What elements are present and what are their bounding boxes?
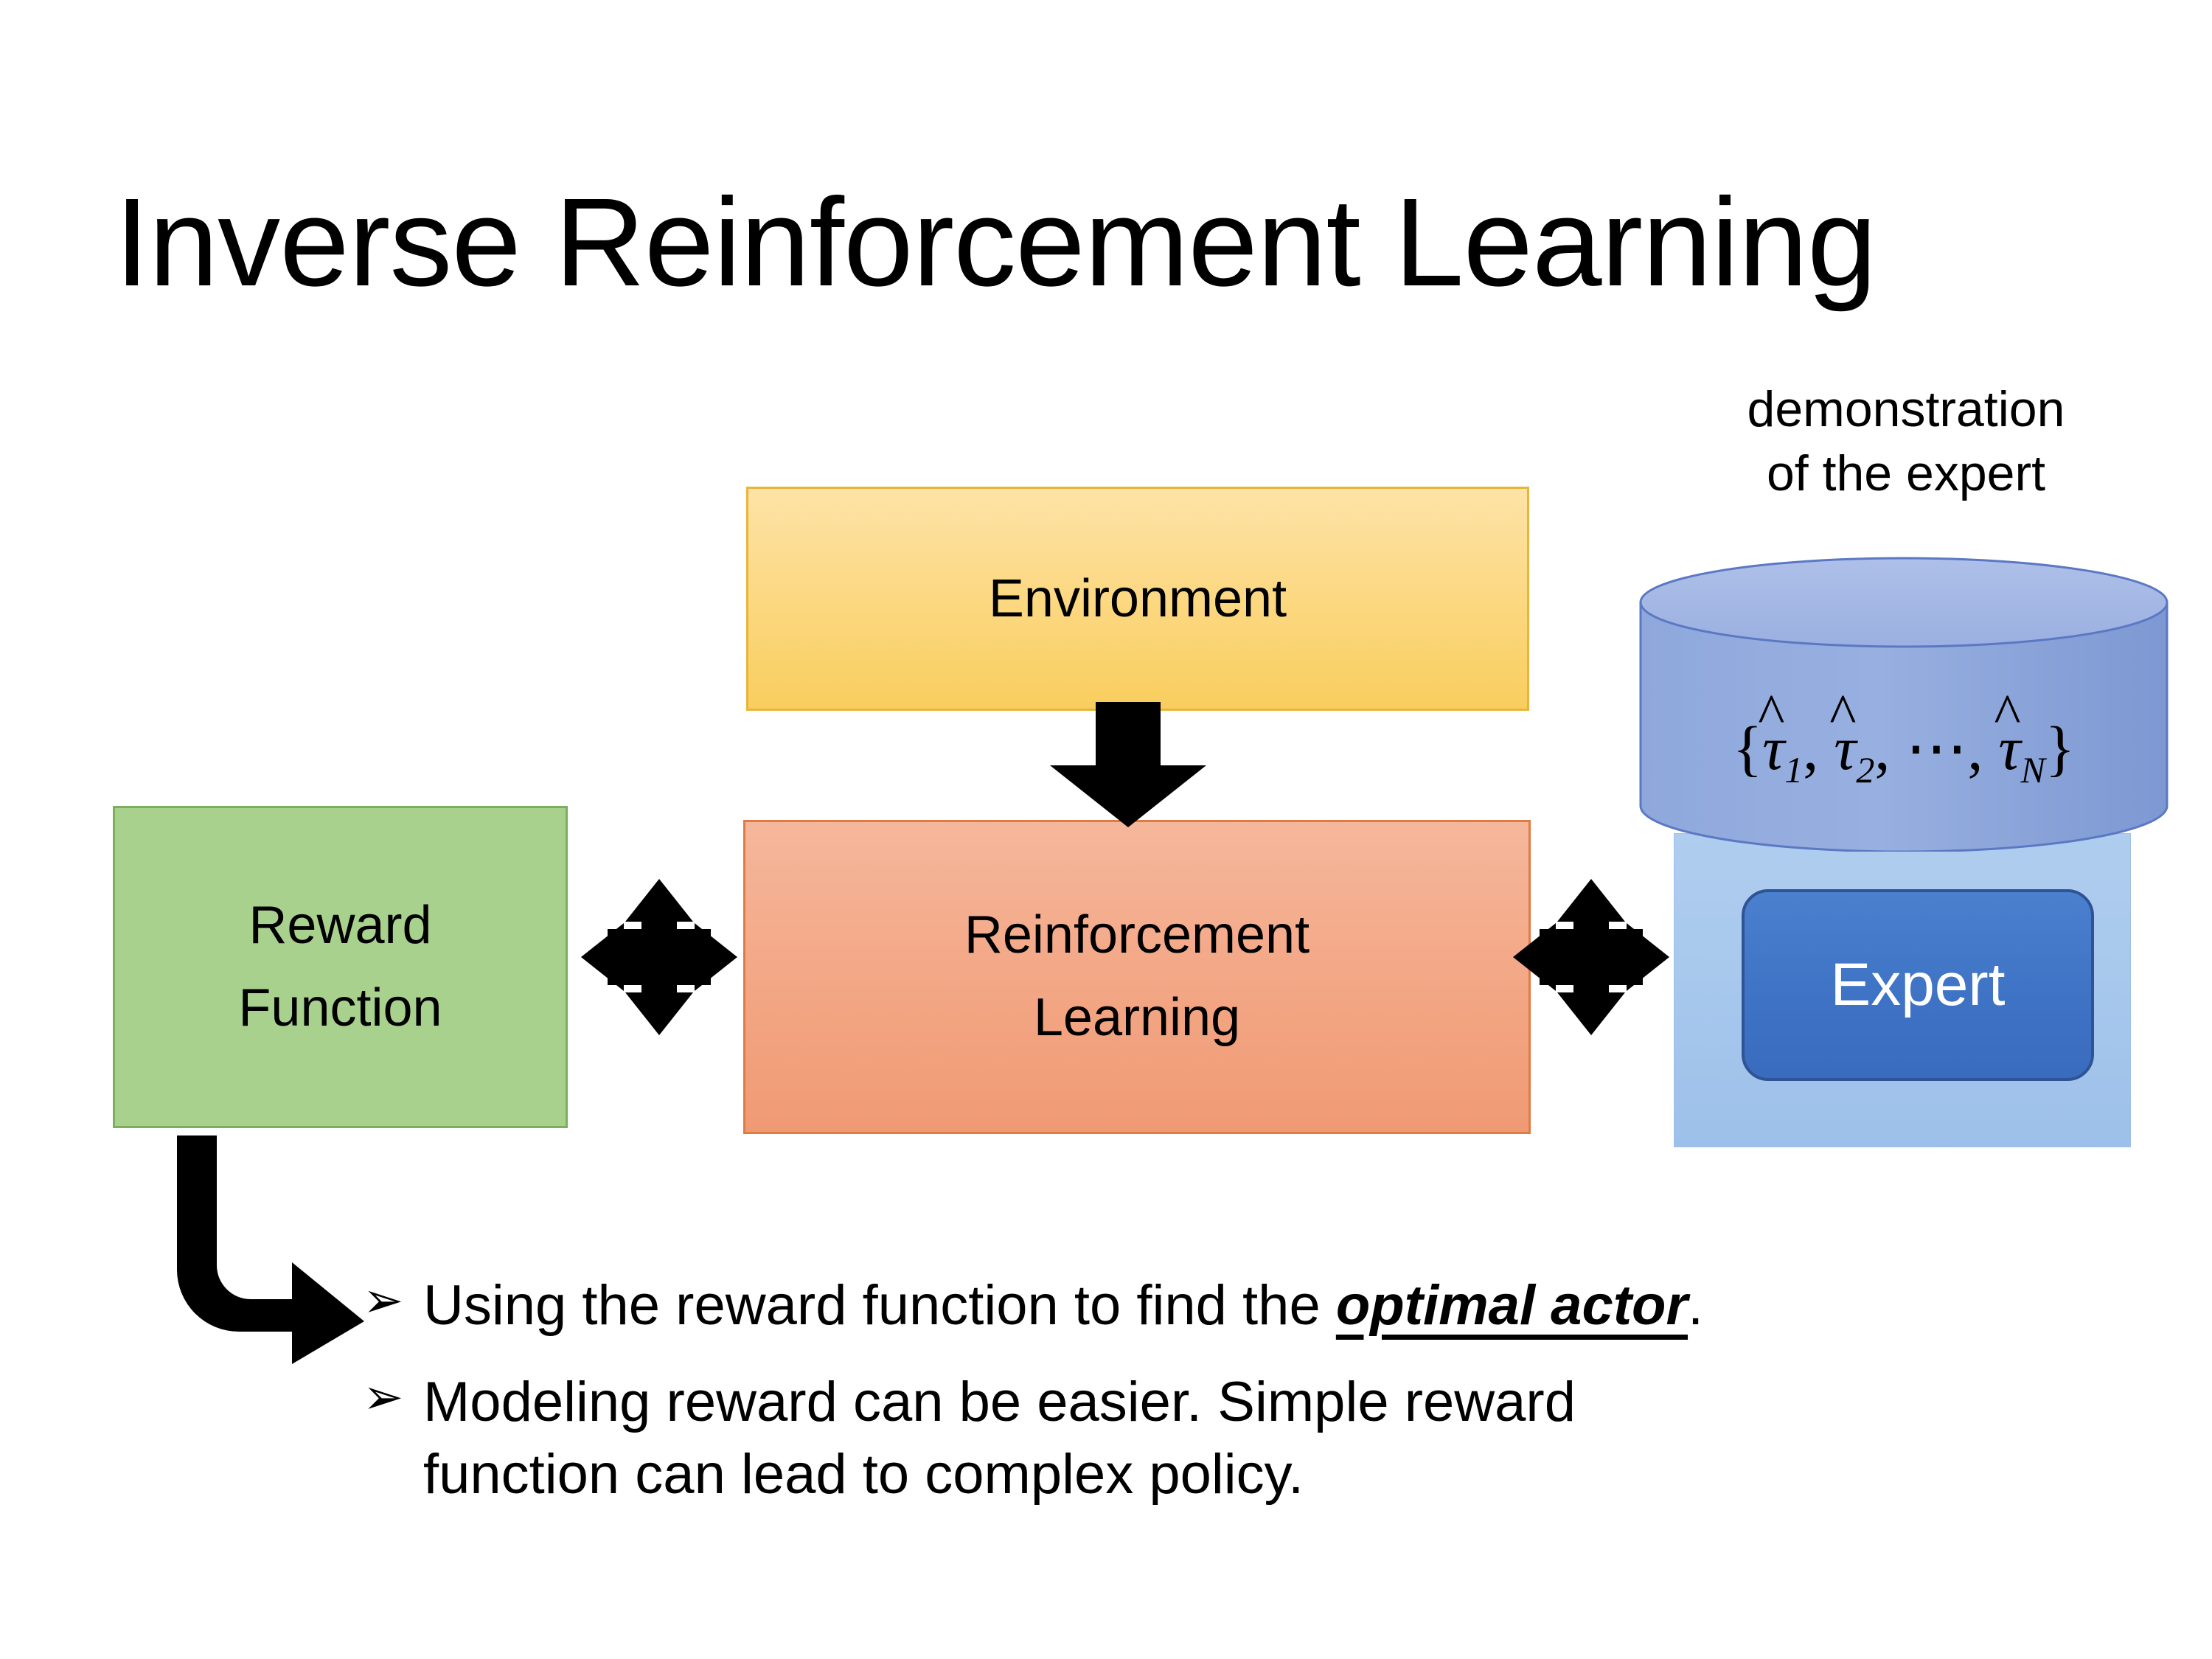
formula-hat-n: ^ <box>1994 681 2021 745</box>
bent-elbow-arrow-icon <box>177 1135 364 1364</box>
reward-function-box[interactable]: Reward Function <box>113 806 568 1128</box>
formula-tau-1: τ <box>1762 714 1785 783</box>
bullet-item-1: ➢ Using the reward function to find the … <box>363 1270 2132 1341</box>
rl-box-label-line2: Learning <box>1033 988 1241 1047</box>
bullet-item-1-text: Using the reward function to find the op… <box>423 1270 1703 1341</box>
reinforcement-learning-box[interactable]: Reinforcement Learning <box>743 820 1531 1134</box>
demonstration-caption-line1: demonstration <box>1747 381 2065 437</box>
formula-tau-2: τ <box>1834 714 1857 783</box>
formula-close-brace: } <box>2045 714 2076 783</box>
formula-hat-1: ^ <box>1758 681 1785 745</box>
formula-sub-1: 1 <box>1784 748 1804 790</box>
formula-ellipsis: ⋯ <box>1905 714 1968 783</box>
page-title: Inverse Reinforcement Learning <box>114 173 1877 313</box>
formula-sub-2: 2 <box>1856 748 1875 790</box>
bullet-1-emphasis: optimal actor <box>1335 1274 1688 1337</box>
bullet-marker-icon: ➢ <box>363 1369 404 1425</box>
bullet-list: ➢ Using the reward function to find the … <box>363 1270 2132 1535</box>
environment-box-label: Environment <box>988 569 1287 628</box>
reward-box-label-line1: Reward <box>248 895 432 955</box>
bullet-2-line2: function can lead to complex policy. <box>423 1442 1304 1506</box>
formula-comma-1: , <box>1803 714 1819 783</box>
expert-box[interactable]: Expert <box>1742 889 2094 1081</box>
expert-box-label: Expert <box>1830 951 2006 1018</box>
formula-open-brace: { <box>1732 714 1763 783</box>
bullet-item-2: ➢ Modeling reward can be easier. Simple … <box>363 1366 2132 1510</box>
rl-box-label-line1: Reinforcement <box>964 905 1310 965</box>
cylinder-shape <box>1639 557 2168 852</box>
formula-sub-n: N <box>2020 748 2045 790</box>
demonstration-caption: demonstration of the expert <box>1652 378 2160 506</box>
bullet-1-text-before: Using the reward function to find the <box>423 1274 1336 1337</box>
formula-tau-n: τ <box>1998 714 2021 783</box>
reward-box-label-line2: Function <box>238 978 442 1037</box>
bullet-2-line1: Modeling reward can be easier. Simple re… <box>423 1371 1576 1434</box>
formula-comma-3: , <box>1967 714 1983 783</box>
formula-hat-2: ^ <box>1829 681 1857 745</box>
demonstration-caption-line2: of the expert <box>1766 445 2046 502</box>
bullet-item-2-text: Modeling reward can be easier. Simple re… <box>423 1366 1576 1510</box>
formula-comma-2: , <box>1874 714 1891 783</box>
demonstration-cylinder: {^τ1, ^τ2, ⋯, ^τN} <box>1639 557 2168 852</box>
bidirectional-arrow-right-icon <box>1513 879 1669 1035</box>
environment-box[interactable]: Environment <box>746 487 1529 711</box>
bidirectional-arrow-left-icon <box>581 879 737 1035</box>
bullet-marker-icon: ➢ <box>363 1273 404 1327</box>
trajectory-set-formula: {^τ1, ^τ2, ⋯, ^τN} <box>1639 682 2168 791</box>
down-arrow-icon <box>1050 702 1206 827</box>
bullet-1-text-after: . <box>1688 1274 1704 1337</box>
